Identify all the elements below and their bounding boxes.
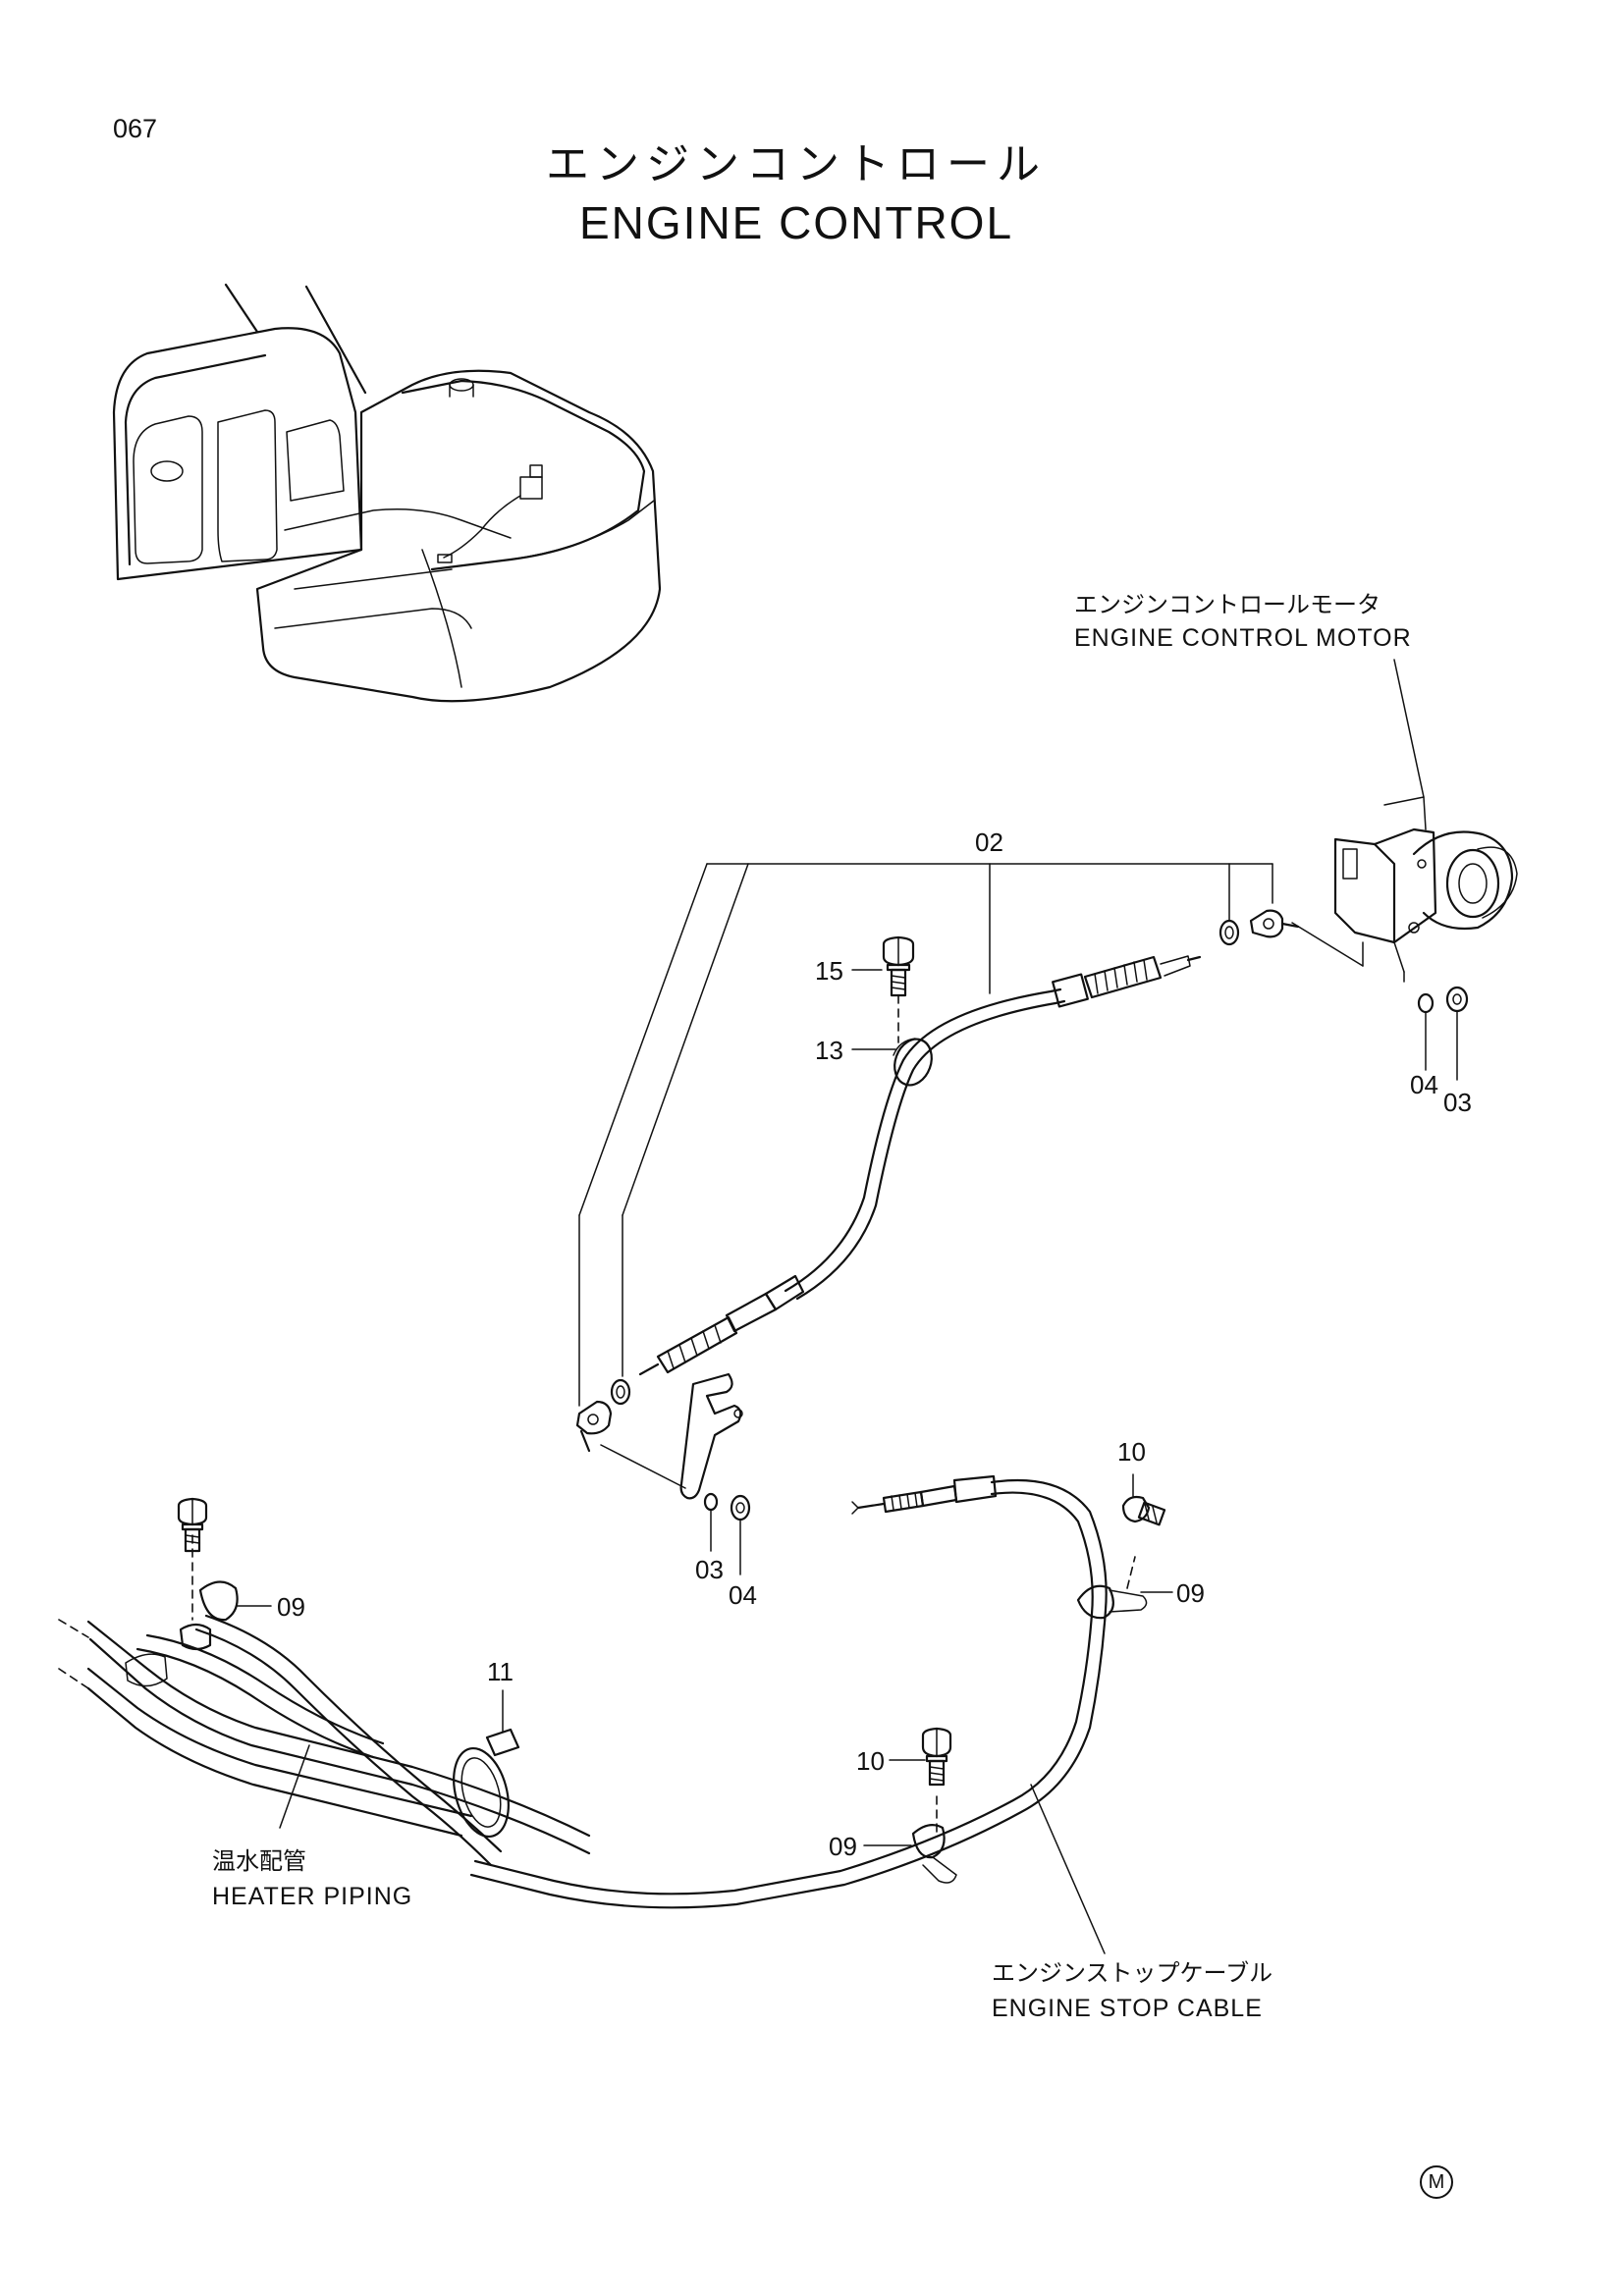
- page-title-en: ENGINE CONTROL: [579, 197, 1014, 248]
- callout-10-bottom: 10: [856, 1746, 885, 1776]
- bolt-10-bottom: [921, 1727, 952, 1787]
- page-number: 067: [113, 114, 158, 143]
- engine-control-cable: [638, 955, 1202, 1376]
- bolt-clamp-left: [177, 1497, 208, 1553]
- callout-02: 02: [975, 828, 1003, 857]
- stop-cable-label-jp: エンジンストップケーブル: [992, 1959, 1273, 1987]
- heater-label-en: HEATER PIPING: [212, 1883, 413, 1910]
- callout-leaders: [237, 969, 1173, 1846]
- callout-03-mid: 03: [695, 1555, 724, 1584]
- engine-stop-cable: [469, 1474, 1148, 1909]
- callout-13: 13: [815, 1036, 843, 1065]
- engine-control-motor: [1333, 796, 1518, 983]
- motor-label-jp: エンジンコントロールモータ: [1074, 591, 1380, 618]
- model-marker: M: [1420, 2165, 1453, 2199]
- callout-04-mid: 04: [729, 1580, 757, 1610]
- callout-11: 11: [487, 1657, 514, 1686]
- machine-overview-illustration: [112, 283, 662, 703]
- callout-03-top: 03: [1443, 1088, 1472, 1117]
- callout-09-right: 09: [1176, 1578, 1205, 1608]
- callout-09-left: 09: [277, 1592, 305, 1622]
- motor-label-leader: [1393, 659, 1425, 798]
- motor-side-fasteners: [1218, 909, 1469, 1081]
- heater-piping: [58, 1534, 591, 1867]
- page-title-jp: エンジンコントロール: [546, 139, 1047, 189]
- callout-02-lines: [578, 863, 1364, 1407]
- heater-label-jp: 温水配管: [212, 1847, 306, 1875]
- callout-04-top: 04: [1410, 1070, 1438, 1099]
- bolt-15: [882, 935, 915, 1043]
- bolt-10-top: [1121, 1473, 1166, 1526]
- callout-09-bottom: 09: [829, 1832, 857, 1861]
- motor-label-en: ENGINE CONTROL MOTOR: [1074, 624, 1412, 652]
- stop-cable-label-en: ENGINE STOP CABLE: [992, 1995, 1263, 2022]
- callout-15: 15: [815, 956, 843, 986]
- callout-10-top: 10: [1117, 1437, 1146, 1467]
- lever-bracket: [575, 1372, 751, 1575]
- stop-cable-label-leader: [1030, 1784, 1106, 1954]
